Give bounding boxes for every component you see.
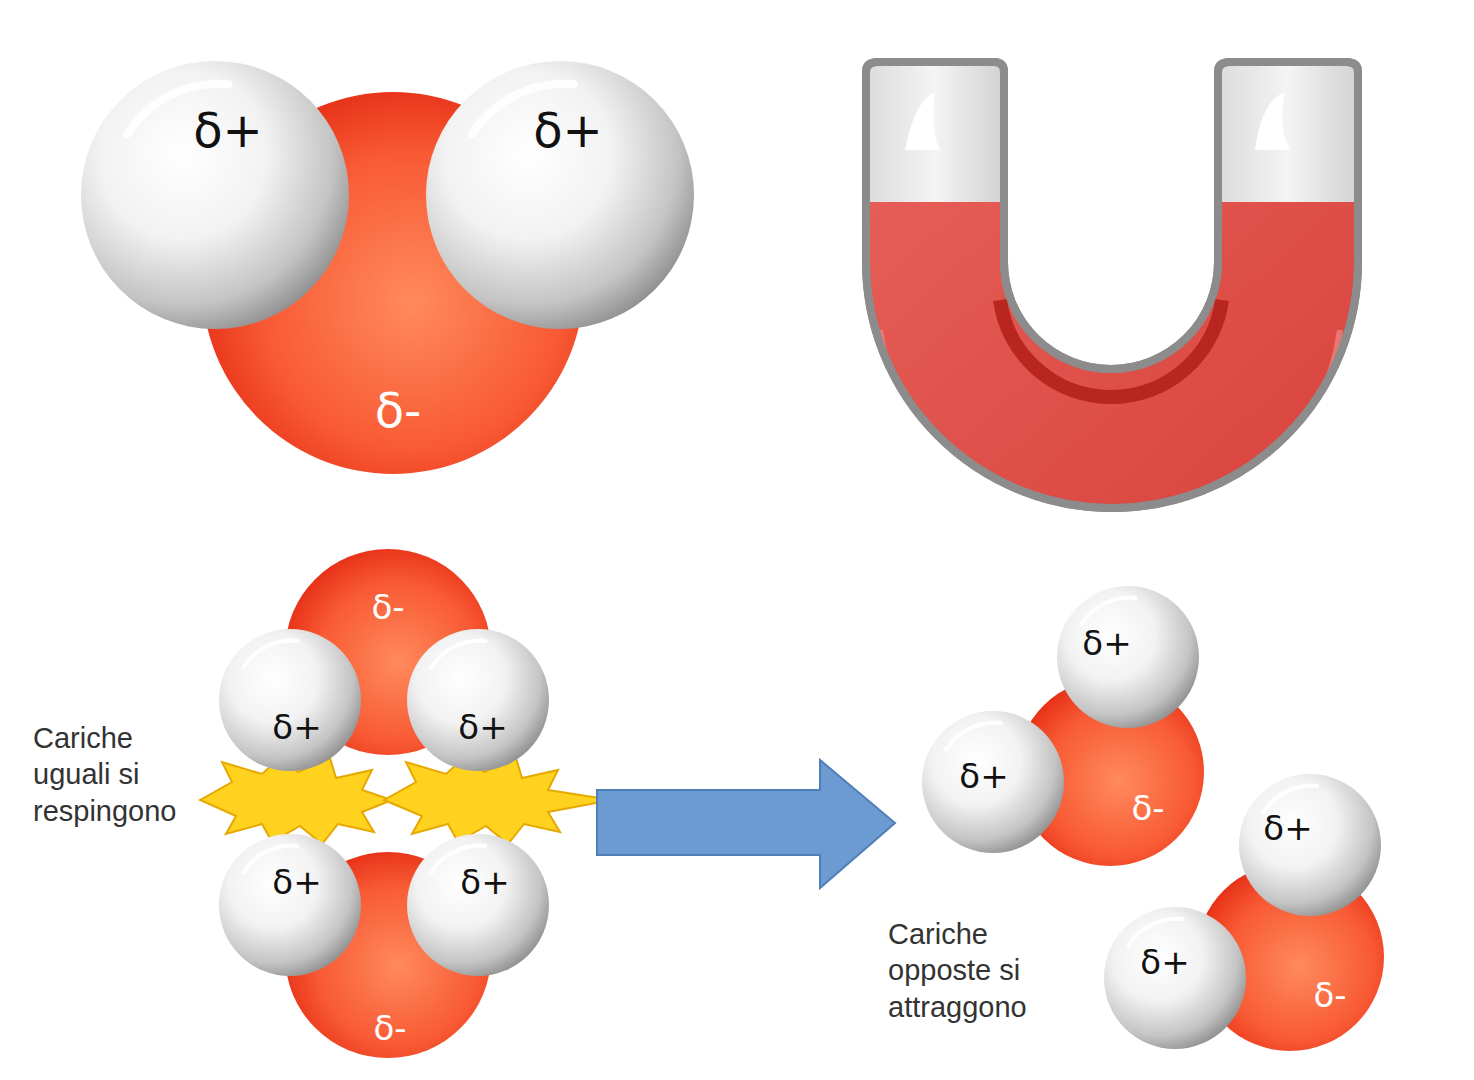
hydrogen-atom: δ+ bbox=[406, 833, 550, 977]
atom-highlight bbox=[946, 723, 1000, 750]
magnet-shine bbox=[880, 330, 1340, 532]
partial-charge: δ+ bbox=[959, 759, 1008, 793]
atom-sphere-fill bbox=[1016, 678, 1204, 866]
atom-highlight bbox=[1263, 786, 1317, 813]
atom-sphere-fill bbox=[81, 61, 349, 329]
atom-sphere bbox=[406, 628, 550, 772]
atom-sphere-fill bbox=[407, 834, 549, 976]
atom-sphere-fill bbox=[219, 834, 361, 976]
atom-sphere-fill bbox=[1104, 907, 1246, 1049]
hydrogen-atom: δ+ bbox=[1103, 906, 1247, 1050]
hydrogen-atom: δ+ bbox=[921, 710, 1065, 854]
repulsion-burst bbox=[200, 756, 612, 844]
magnet-outline bbox=[866, 62, 1358, 508]
hydrogen-atom: δ+ bbox=[1056, 585, 1200, 729]
block-arrow bbox=[597, 760, 895, 888]
magnet-glint bbox=[1255, 92, 1290, 150]
atom-sphere bbox=[1238, 773, 1382, 917]
starburst bbox=[384, 756, 612, 844]
atom-highlight bbox=[431, 641, 485, 668]
hydrogen-atom: δ+ bbox=[406, 628, 550, 772]
hydrogen-atom: δ+ bbox=[218, 833, 362, 977]
atom-sphere bbox=[80, 60, 350, 330]
atom-sphere-fill bbox=[426, 61, 694, 329]
atom-sphere-fill bbox=[219, 629, 361, 771]
hydrogen-atom: δ+ bbox=[425, 60, 695, 330]
atom-sphere bbox=[406, 833, 550, 977]
atom-sphere-fill bbox=[1239, 774, 1381, 916]
hydrogen-atom: δ+ bbox=[80, 60, 350, 330]
partial-charge: δ+ bbox=[458, 710, 507, 744]
atom-sphere-fill bbox=[1057, 586, 1199, 728]
hydrogen-atom: δ+ bbox=[218, 628, 362, 772]
atom-sphere-fill bbox=[407, 629, 549, 771]
caption-note: Cariche opposte si attraggono bbox=[888, 916, 1078, 1025]
partial-charge: δ- bbox=[371, 590, 404, 624]
atom-sphere-fill bbox=[922, 711, 1064, 853]
partial-charge: δ+ bbox=[272, 710, 321, 744]
partial-charge: δ+ bbox=[1263, 811, 1312, 845]
magnet bbox=[860, 56, 1364, 532]
atom-sphere bbox=[218, 833, 362, 977]
partial-charge: δ- bbox=[375, 386, 422, 434]
partial-charge: δ- bbox=[1131, 791, 1164, 825]
caption-note: Cariche uguali si respingono bbox=[33, 720, 211, 829]
magnet-glint bbox=[905, 92, 940, 150]
partial-charge: δ- bbox=[373, 1011, 406, 1045]
magnet-pole bbox=[860, 56, 1010, 202]
magnet-pole bbox=[1212, 56, 1364, 202]
atom-highlight bbox=[243, 641, 297, 668]
atom-sphere-fill bbox=[285, 852, 491, 1058]
atom-sphere-fill bbox=[1196, 863, 1384, 1051]
hydrogen-atom: δ+ bbox=[1238, 773, 1382, 917]
atom-highlight bbox=[1081, 598, 1135, 625]
atom-highlight bbox=[1128, 919, 1182, 946]
partial-charge: δ+ bbox=[193, 106, 263, 154]
partial-charge: δ- bbox=[1313, 978, 1346, 1012]
atom-sphere bbox=[425, 60, 695, 330]
atom-sphere-fill bbox=[202, 92, 584, 474]
partial-charge: δ+ bbox=[533, 106, 603, 154]
atom-sphere bbox=[218, 628, 362, 772]
partial-charge: δ+ bbox=[272, 865, 321, 899]
partial-charge: δ+ bbox=[460, 865, 509, 899]
partial-charge: δ+ bbox=[1140, 945, 1189, 979]
magnet-shade bbox=[1000, 300, 1222, 397]
partial-charge: δ+ bbox=[1082, 626, 1131, 660]
